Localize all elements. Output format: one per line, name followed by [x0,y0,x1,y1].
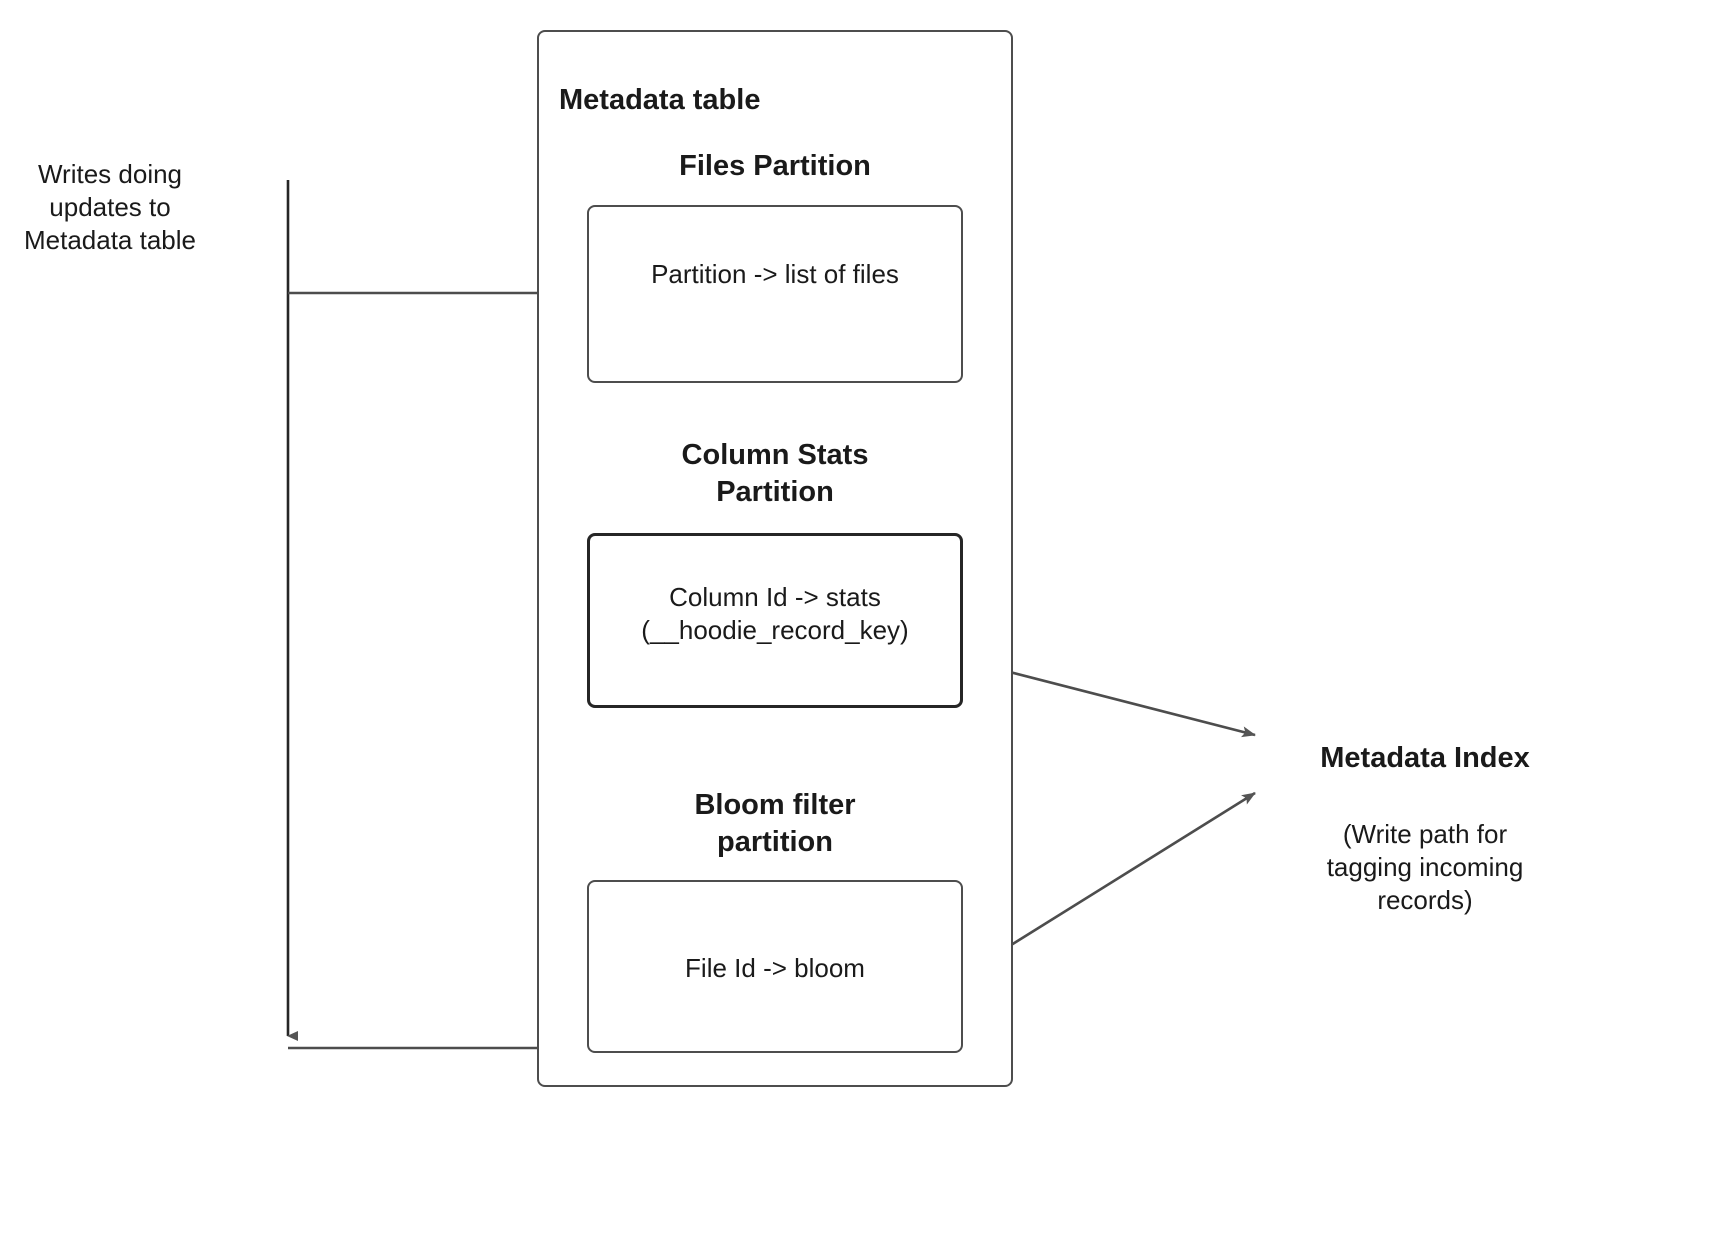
bloom-filter-partition-box [587,880,963,1053]
bloom-filter-partition-heading: Bloom filter partition [694,789,856,858]
metadata-table-title: Metadata table [559,84,761,116]
metadata-index-title: Metadata Index [1320,742,1530,774]
metadata-index-note: (Write path for tagging incoming records… [1326,819,1524,915]
files-partition-heading: Files Partition [679,150,871,182]
writes-note-label: Writes doing updates to Metadata table [23,159,196,255]
files-partition-box [587,205,963,383]
files-partition-box-label: Partition -> list of files [651,259,899,289]
column-stats-partition-box [587,533,963,708]
bloom-filter-partition-box-label: File Id -> bloom [685,953,865,983]
column-stats-partition-heading: Column Stats Partition [681,439,869,508]
column-stats-partition-box-label: Column Id -> stats (__hoodie_record_key) [641,582,909,645]
